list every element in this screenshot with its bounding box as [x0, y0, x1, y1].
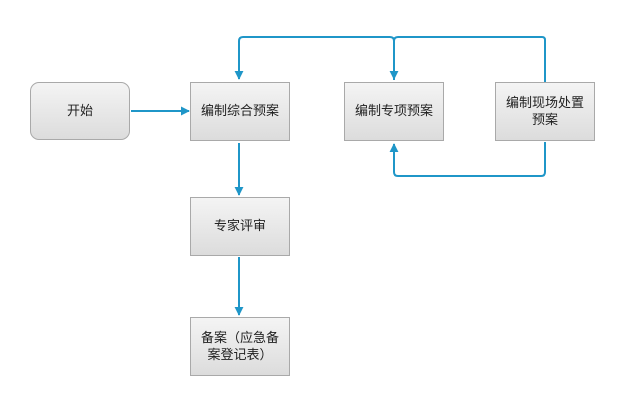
node-compile-comprehensive-plan-label: 编制综合预案	[200, 104, 279, 119]
node-expert-review[interactable]: 专家评审	[190, 197, 290, 256]
node-compile-comprehensive-plan[interactable]: 编制综合预案	[190, 82, 290, 141]
edge-onsite-to-special	[389, 142, 546, 177]
node-filing-label: 备案（应急备案登记表）	[200, 330, 279, 363]
node-compile-onsite-plan[interactable]: 编制现场处置预案	[495, 82, 595, 141]
node-expert-review-label: 专家评审	[213, 219, 266, 234]
edge-special-to-comprehensive	[234, 36, 395, 80]
edge-onsite-to-comprehensive-and-special	[389, 36, 546, 82]
node-compile-onsite-plan-label: 编制现场处置预案	[505, 95, 584, 128]
node-start[interactable]: 开始	[30, 82, 130, 140]
node-filing[interactable]: 备案（应急备案登记表）	[190, 317, 290, 376]
node-start-label: 开始	[66, 103, 93, 119]
node-compile-special-plan[interactable]: 编制专项预案	[344, 82, 444, 141]
node-compile-special-plan-label: 编制专项预案	[354, 104, 433, 119]
